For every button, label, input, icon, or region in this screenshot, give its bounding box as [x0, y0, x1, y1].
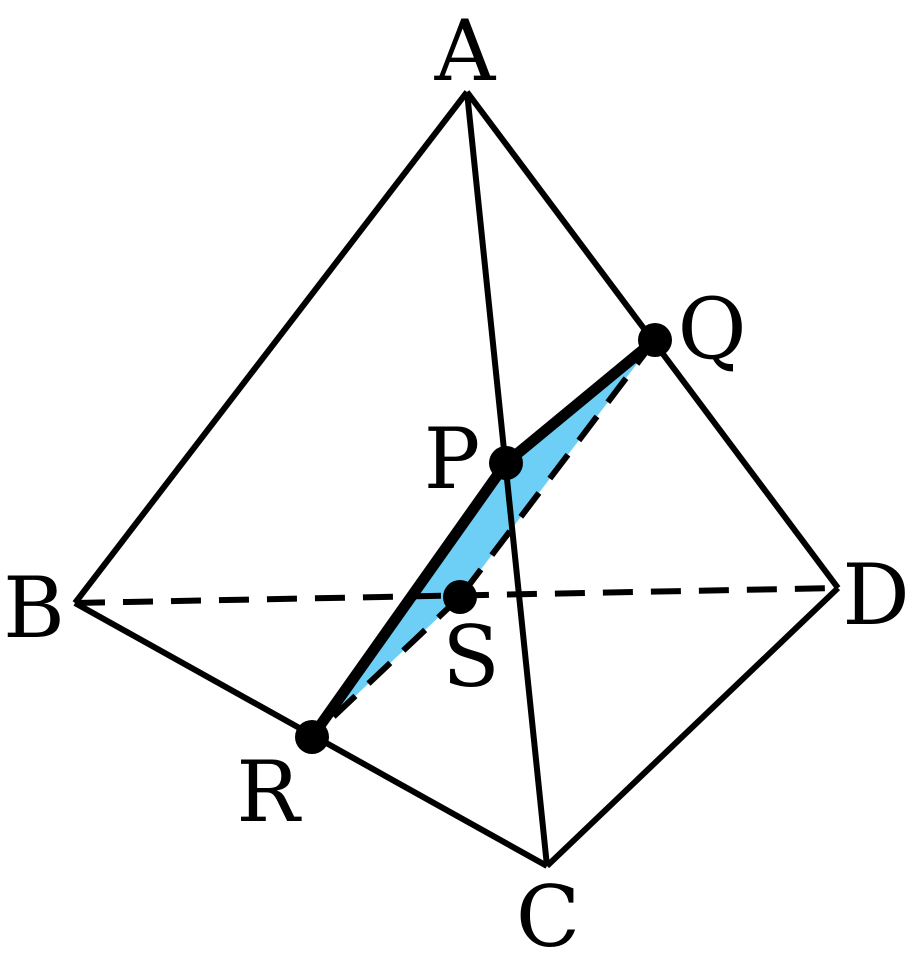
point-r [295, 720, 329, 754]
segment-pq [502, 335, 659, 468]
label-d: D [842, 546, 909, 644]
label-p: P [424, 410, 481, 508]
edge-ab [72, 90, 470, 605]
label-c: C [516, 868, 580, 966]
point-q [638, 323, 672, 357]
label-a: A [434, 2, 497, 100]
label-r: R [236, 743, 302, 841]
cross-section-fill [312, 340, 655, 737]
point-s [443, 580, 477, 614]
label-s: S [442, 608, 500, 706]
segment-pr [307, 459, 511, 741]
label-b: B [3, 559, 65, 657]
label-q: Q [678, 280, 747, 378]
segment-sr-hidden [309, 594, 463, 740]
segment-qs-hidden [457, 338, 658, 599]
point-p [489, 446, 523, 480]
edge-cd [544, 585, 841, 869]
edge-bd-hidden [74, 585, 839, 606]
